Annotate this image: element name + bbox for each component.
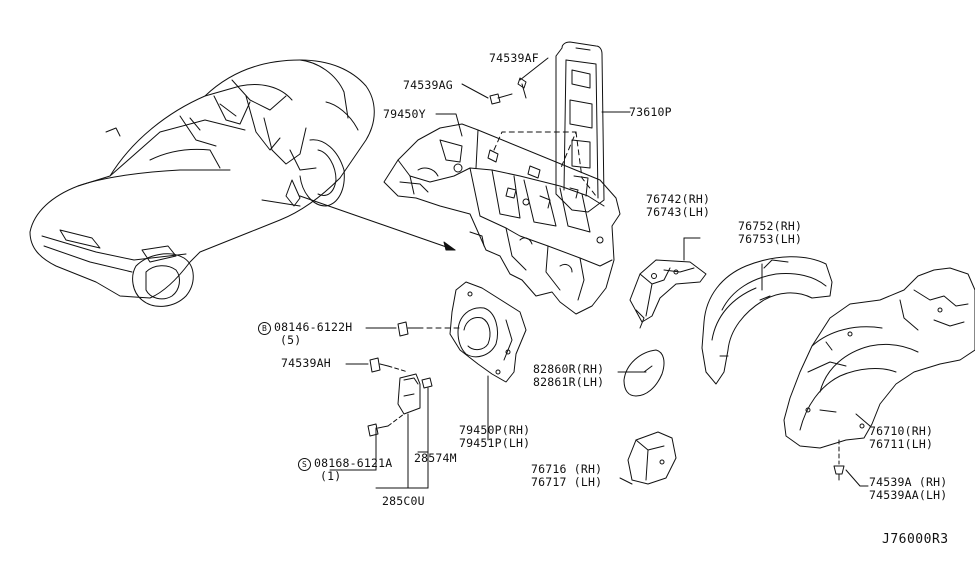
label-76717-lh: 76717 (LH) xyxy=(531,475,603,489)
label-76710-rh: 76710(RH) xyxy=(869,424,934,438)
label-285c0u: 285C0U xyxy=(382,494,425,508)
label-76752-rh: 76752(RH) xyxy=(738,219,803,233)
label-74539ag: 74539AG xyxy=(403,78,453,92)
part-76716-bracket xyxy=(627,431,677,485)
label-74539a-74539aa: 74539A (RH) 74539AA(LH) xyxy=(869,476,947,502)
label-79450y: 79450Y xyxy=(383,107,426,121)
label-74539af: 74539AF xyxy=(489,51,539,65)
label-74539a-rh: 74539A (RH) xyxy=(869,475,948,489)
bolt-74539ag xyxy=(489,93,513,105)
label-76716-76717: 76716 (RH) 76717 (LH) xyxy=(531,463,602,489)
bolt-74539a xyxy=(833,465,845,481)
label-28574m: 28574M xyxy=(414,451,457,465)
part-79450p-panel xyxy=(449,281,527,383)
part-82860r-trim xyxy=(623,349,665,397)
label-76752-76753: 76752(RH) 76753(LH) xyxy=(738,220,802,246)
part-76742-bracket xyxy=(629,259,707,329)
label-76742-76743: 76742(RH) 76743(LH) xyxy=(646,193,710,219)
label-08168-qty: (1) xyxy=(320,469,342,483)
screw-08146-6122h xyxy=(397,321,419,337)
clip-28574m xyxy=(421,377,433,389)
label-76711-lh: 76711(LH) xyxy=(869,437,934,451)
label-08146-number: 08146-6122H xyxy=(274,320,353,334)
part-73610p-plate xyxy=(555,41,605,213)
label-08146-qty: (5) xyxy=(280,333,302,347)
label-82860r-82861r: 82860R(RH) 82861R(LH) xyxy=(533,363,604,389)
part-79450y-panel xyxy=(383,123,621,315)
part-76710-inner-fender xyxy=(783,267,975,449)
bolt-74539af xyxy=(517,77,527,99)
label-08168-number: 08168-6121A xyxy=(314,456,393,470)
module-285c0u xyxy=(397,373,421,415)
bolt-marker-b: B xyxy=(258,322,271,335)
label-79450p-rh: 79450P(RH) xyxy=(459,423,531,437)
part-76752-wheel-liner xyxy=(701,256,833,385)
label-79451p-lh: 79451P(LH) xyxy=(459,436,531,450)
label-76742-rh: 76742(RH) xyxy=(646,192,711,206)
vehicle-illustration xyxy=(29,59,375,307)
label-76710-76711: 76710(RH) 76711(LH) xyxy=(869,425,933,451)
bolt-74539ah xyxy=(369,357,389,373)
label-82860r-rh: 82860R(RH) xyxy=(533,362,605,376)
diagram-code: J76000R3 xyxy=(882,532,949,547)
label-74539aa-lh: 74539AA(LH) xyxy=(869,488,948,502)
screw-marker-s: S xyxy=(298,458,311,471)
label-76716-rh: 76716 (RH) xyxy=(531,462,603,476)
label-74539ah: 74539AH xyxy=(281,356,331,370)
screw-08168-6121a xyxy=(367,423,389,437)
label-76743-lh: 76743(LH) xyxy=(646,205,711,219)
label-82861r-lh: 82861R(LH) xyxy=(533,375,605,389)
direction-arrow xyxy=(299,195,456,251)
label-76753-lh: 76753(LH) xyxy=(738,232,803,246)
label-79450p-79451p: 79450P(RH) 79451P(LH) xyxy=(459,424,530,450)
label-73610p: 73610P xyxy=(629,105,672,119)
